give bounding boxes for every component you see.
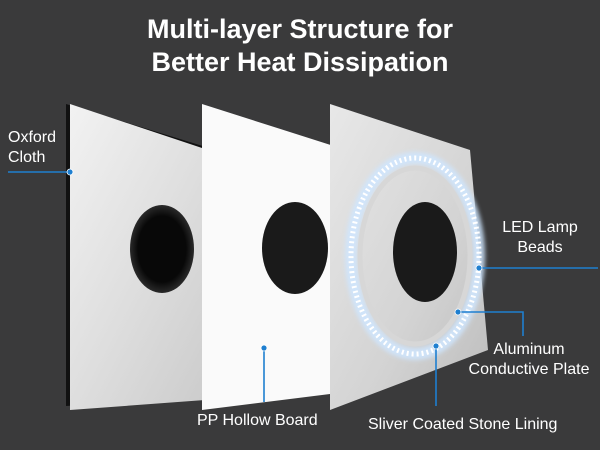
stone-lining-panel <box>330 104 488 410</box>
led-lamp-beads-label: LED Lamp Beads <box>500 218 580 258</box>
title-line-2: Better Heat Dissipation <box>151 47 449 77</box>
aluminum-plate-label-line-2: Conductive Plate <box>468 361 590 378</box>
stone-lining-label: Sliver Coated Stone Lining <box>368 416 558 433</box>
aluminum-plate-label: Aluminum Conductive Plate <box>460 340 598 380</box>
pp-board-callout-dot <box>260 344 268 352</box>
stone-lining-callout-dot <box>432 342 440 350</box>
oxford-cloth-label-line-1: Oxford <box>8 129 57 146</box>
led-lamp-beads-label-line-1: LED Lamp <box>502 219 578 236</box>
led-lamp-beads-label-line-2: Beads <box>517 239 563 256</box>
aluminum-plate-label-line-1: Aluminum <box>493 341 565 358</box>
oxford-cloth-panel <box>66 104 232 410</box>
pp-hollow-board-label: PP Hollow Board <box>197 412 318 429</box>
aluminum-callout-line <box>458 311 524 336</box>
led-callout-dot <box>475 264 483 272</box>
oxford-callout-dot <box>66 168 74 176</box>
pp-board-hole <box>262 202 328 294</box>
oxford-cloth-hole <box>130 205 194 293</box>
stone-lining-hole <box>393 202 457 302</box>
oxford-cloth-label: Oxford Cloth <box>8 128 56 168</box>
aluminum-plate-ring <box>357 165 473 347</box>
aluminum-callout-dot <box>454 308 462 316</box>
oxford-cloth-label-line-2: Cloth <box>8 149 46 166</box>
led-lamp-beads-ring <box>348 155 482 357</box>
title-line-1: Multi-layer Structure for <box>146 14 454 44</box>
pp-hollow-board-panel <box>202 104 362 410</box>
